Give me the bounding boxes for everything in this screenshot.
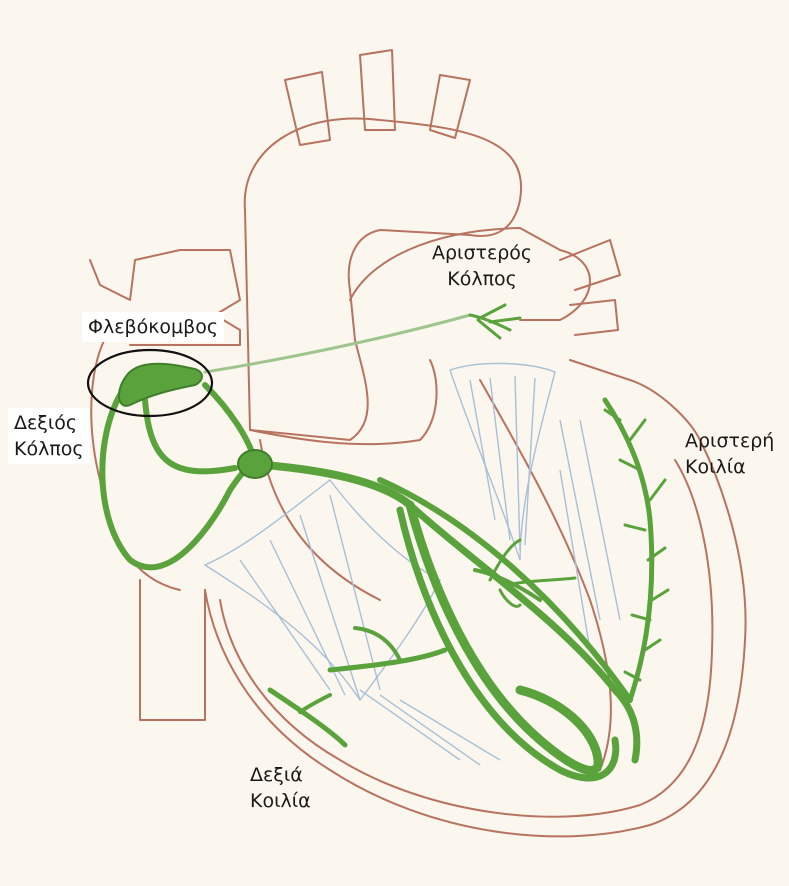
heart-outline	[90, 50, 746, 836]
label-right-ventricle-line1: Δεξιά	[250, 762, 311, 788]
pulmonary-vein-2	[570, 300, 618, 335]
internodal-path-1	[102, 395, 250, 567]
purkinje-lv-branches	[605, 410, 668, 680]
purkinje-lv-trunk	[605, 400, 652, 700]
label-left-atrium: Αριστερός Κόλπος	[432, 240, 532, 292]
label-left-ventricle: Αριστερή Κοιλία	[685, 428, 774, 480]
label-right-atrium-line1: Δεξιός	[14, 410, 84, 436]
purkinje-mid-3	[505, 578, 575, 585]
tricuspid-chordae-2	[360, 690, 500, 765]
aorta-branch-1	[285, 72, 330, 145]
label-right-atrium-line2: Κόλπος	[14, 436, 84, 462]
heart-top-wall	[250, 360, 437, 444]
internodal-path-2	[145, 400, 235, 471]
label-left-ventricle-line2: Κοιλία	[685, 454, 774, 480]
label-right-ventricle-line2: Κοιλία	[250, 788, 311, 814]
label-right-ventricle: Δεξιά Κοιλία	[250, 762, 311, 814]
purkinje-rv-3	[270, 690, 345, 745]
bachmann-bundle	[205, 315, 470, 372]
lv-chordae	[560, 420, 620, 650]
av-node	[238, 450, 272, 478]
label-right-atrium: Δεξιός Κόλπος	[8, 408, 90, 464]
label-sa-node-text: Φλεβόκομβος	[88, 314, 218, 340]
label-left-atrium-line2: Κόλπος	[432, 266, 532, 292]
label-sa-node: Φλεβόκομβος	[82, 312, 224, 342]
inferior-vena-cava	[140, 580, 205, 720]
sa-node	[119, 364, 202, 406]
purkinje-la	[470, 305, 520, 338]
label-left-ventricle-line1: Αριστερή	[685, 428, 774, 454]
purkinje-rv-4	[300, 695, 330, 712]
label-left-atrium-line1: Αριστερός	[432, 240, 532, 266]
mitral-chordae-1	[470, 376, 535, 550]
tricuspid-valve	[205, 480, 440, 700]
